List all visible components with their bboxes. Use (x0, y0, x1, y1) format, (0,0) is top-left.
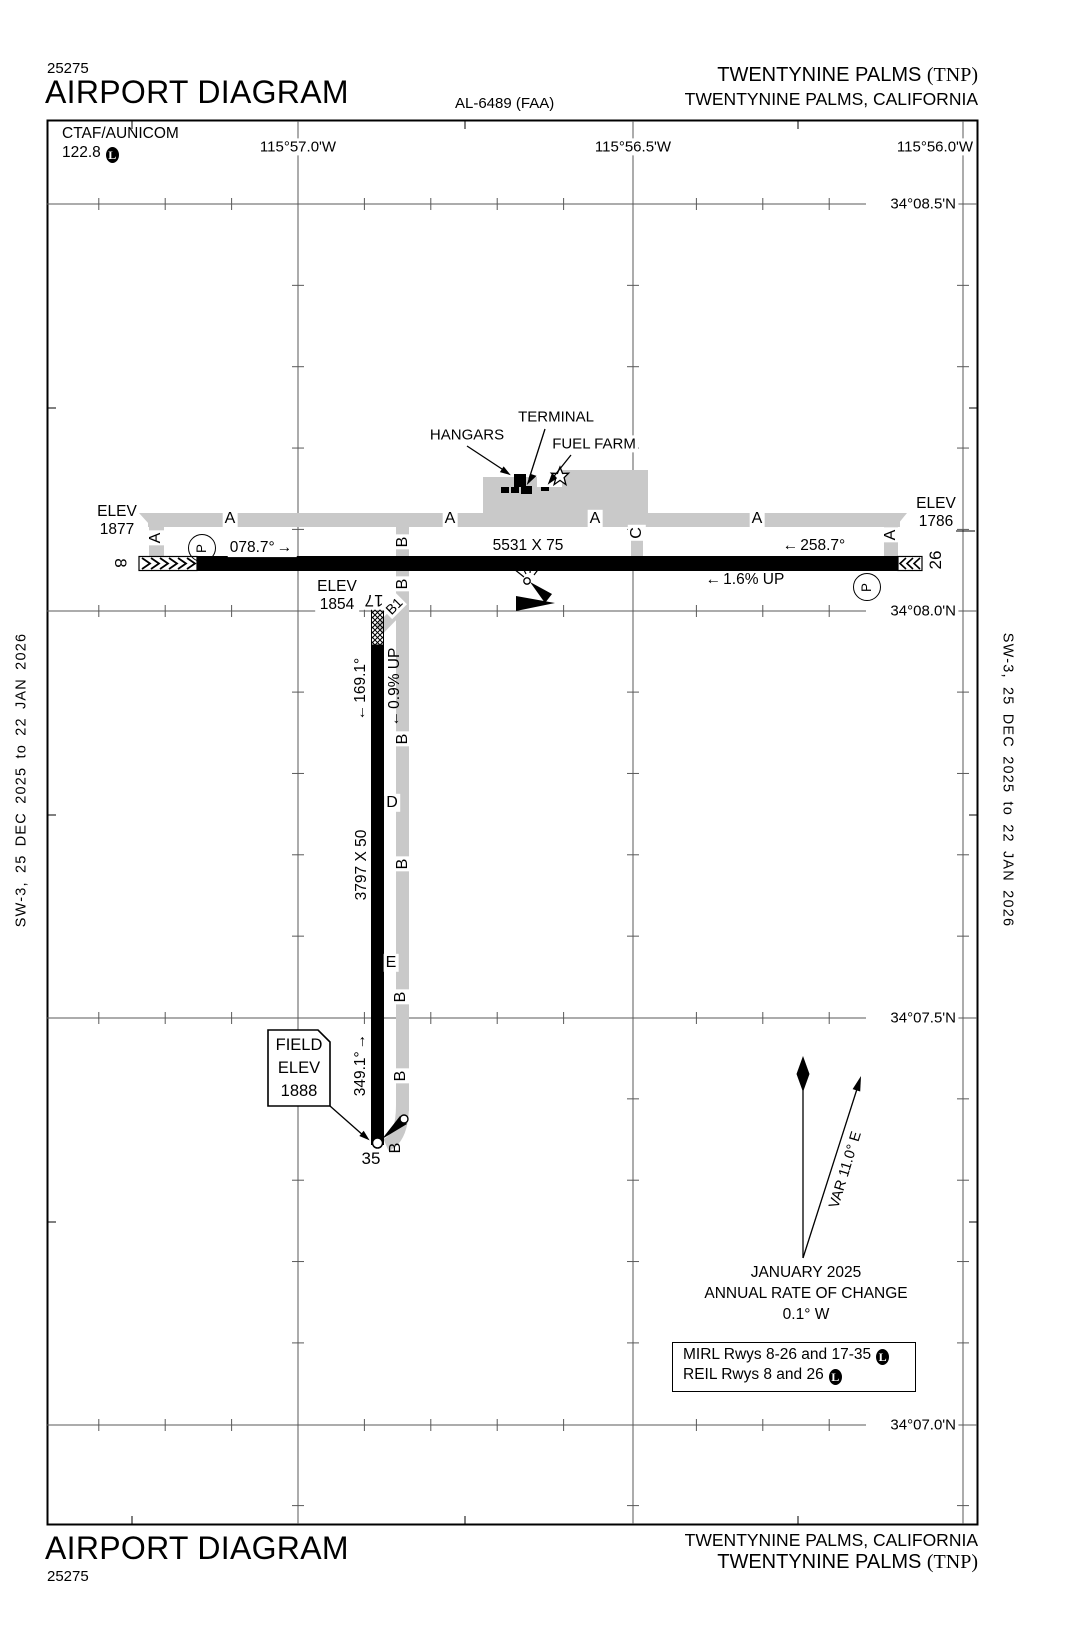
taxiway-b-label: B (391, 1068, 411, 1084)
rwy8-elevation: ELEV 1877 (97, 503, 137, 538)
airport-icao: (TNP) (926, 1551, 978, 1573)
airport-location-footer: TWENTYNINE PALMS, CALIFORNIA (684, 1530, 978, 1550)
chart-number-bottom: 25275 (47, 1568, 89, 1585)
taxiway-a-label: A (881, 527, 901, 543)
chart-number-top: 25275 (47, 60, 89, 77)
taxiway-c-label: C (627, 525, 647, 541)
airport-icao: (TNP) (926, 64, 978, 86)
graticule-lines (47, 121, 977, 1524)
rwy-17-35-gradient: ←0.9% UP (386, 647, 404, 727)
airport-name-header: TWENTYNINE PALMS (TNP) (717, 64, 978, 87)
taxiway-e-label: E (383, 953, 399, 973)
runway-35-threshold-dot (371, 1137, 384, 1149)
field-elev-box (267, 1029, 331, 1107)
terminal-label: TERMINAL (516, 408, 596, 426)
lighting-code-icon: L (105, 147, 119, 163)
graticule-minute-ticks (98, 198, 969, 1507)
field-elevation-box: FIELD ELEV 1888 (275, 1036, 323, 1100)
taxiway-b-label: B (393, 856, 413, 872)
parking-symbol-east: P (853, 573, 881, 601)
airport-name: TWENTYNINE PALMS (717, 64, 927, 86)
heading-arrow-icon: → (276, 539, 293, 557)
hangars-label: HANGARS (427, 426, 507, 444)
page-title: AIRPORT DIAGRAM (45, 74, 349, 110)
taxiway-a-label: A (442, 509, 458, 529)
leader-lines (329, 428, 975, 1141)
latitude-label-4: 34°07.0'N (888, 1416, 958, 1434)
runway-8-number: 8 (110, 558, 130, 568)
windsock-icon (382, 1114, 409, 1139)
taxiway-b-label: B (386, 1142, 404, 1154)
beacon-star-icon (549, 465, 571, 487)
rwy35-heading: 349.1°→ (352, 1033, 370, 1097)
runway-35-number: 35 (361, 1149, 381, 1169)
longitude-label-2: 115°56.5'W (592, 138, 674, 156)
runway-26-number: 26 (926, 550, 946, 570)
ctaf-label: CTAF/AUNICOM (62, 125, 179, 142)
gradient-arrow-icon: ← (705, 571, 722, 589)
runway-8-26 (138, 555, 923, 572)
fuel-farm-label: FUEL FARM (550, 435, 638, 453)
airport-name: TWENTYNINE PALMS (717, 1551, 927, 1573)
annual-rate-block: JANUARY 2025 ANNUAL RATE OF CHANGE 0.1° … (704, 1264, 908, 1323)
terminal-building (521, 486, 532, 494)
taxiways (139, 470, 907, 1151)
latitude-label-1: 34°08.5'N (888, 195, 958, 213)
heading-arrow-icon: → (352, 1033, 370, 1050)
lighted-wind-indicator-icon (513, 562, 555, 611)
north-arrow (796, 1056, 861, 1259)
heading-arrow-icon: ← (352, 704, 370, 721)
rwy17-heading: ←169.1° (352, 657, 370, 721)
fuel-farm-building (541, 487, 549, 491)
rwy-8-26-dimensions: 5531 X 75 (492, 537, 564, 555)
parking-symbol-west: P (188, 534, 216, 562)
rwy8-heading: 078.7°→ (227, 539, 297, 557)
taxiway-b-label: B (393, 534, 413, 550)
rwy26-elevation: ELEV 1786 (916, 495, 956, 530)
procedure-id: AL-6489 (FAA) (455, 95, 555, 112)
hangar-building (514, 474, 526, 487)
lighting-code-icon: L (876, 1349, 890, 1365)
heading-arrow-icon: ← (782, 537, 799, 555)
taxiway-a-label: A (587, 509, 603, 529)
map-border (46, 119, 979, 1526)
taxiway-a-label: A (222, 509, 238, 529)
rwy17-elevation: ELEV 1854 (315, 578, 359, 614)
lighting-code-icon: L (828, 1369, 842, 1385)
taxiway-b-label: B (393, 576, 413, 592)
airport-name-footer: TWENTYNINE PALMS (TNP) (717, 1551, 978, 1574)
runway-17-35 (371, 607, 384, 1149)
taxiway-b-label: B (393, 731, 413, 747)
gradient-arrow-icon: ← (386, 710, 404, 727)
rwy-8-26-gradient: ←1.6% UP (705, 571, 785, 589)
taxiway-d-label: D (384, 793, 400, 813)
rwy26-heading: ←258.7° (778, 537, 848, 555)
longitude-label-1: 115°57.0'W (257, 138, 339, 156)
taxiway-a-label: A (146, 530, 166, 546)
taxiway-a-label: A (749, 509, 765, 529)
margin-note-right: SW-3, 25 DEC 2025 to 22 JAN 2026 (999, 632, 1016, 928)
airport-location-header: TWENTYNINE PALMS, CALIFORNIA (684, 89, 978, 109)
rwy-17-35-dimensions: 3797 X 50 (353, 829, 371, 901)
latitude-label-2: 34°08.0'N (888, 602, 958, 620)
margin-note-left: SW-3, 25 DEC 2025 to 22 JAN 2026 (13, 632, 30, 928)
taxiway-b-label: B (391, 989, 411, 1005)
latitude-label-3: 34°07.5'N (888, 1009, 958, 1027)
footer-title: AIRPORT DIAGRAM (45, 1530, 349, 1566)
longitude-label-3: 115°56.0'W (894, 138, 976, 156)
buildings (501, 474, 549, 494)
